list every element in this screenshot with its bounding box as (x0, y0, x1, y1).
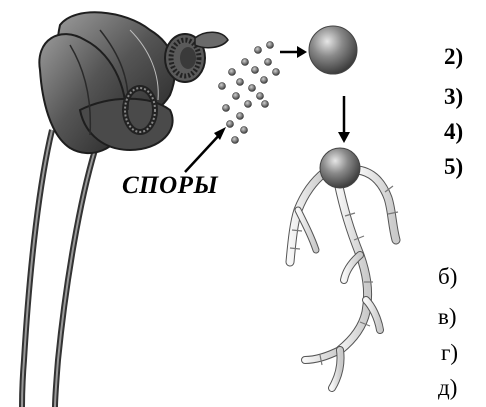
spores-label: СПОРЫ (122, 172, 218, 200)
spores-cloud (219, 42, 280, 144)
item-number-5: 5) (444, 154, 463, 180)
item-number-4: 4) (444, 119, 463, 145)
arrow-down (338, 96, 350, 143)
item-letter-g: г) (441, 340, 458, 366)
spores-pointer-arrow (185, 127, 226, 172)
stalks (22, 130, 95, 407)
capsule (39, 12, 228, 153)
enlarged-spore (309, 26, 357, 74)
arrow-right (280, 46, 307, 58)
item-number-2: 2) (444, 44, 463, 70)
item-letter-v: в) (438, 304, 457, 330)
germinating-spore (290, 148, 398, 388)
item-number-3: 3) (444, 84, 463, 110)
item-letter-d: д) (438, 375, 457, 401)
item-letter-b: б) (438, 264, 457, 290)
